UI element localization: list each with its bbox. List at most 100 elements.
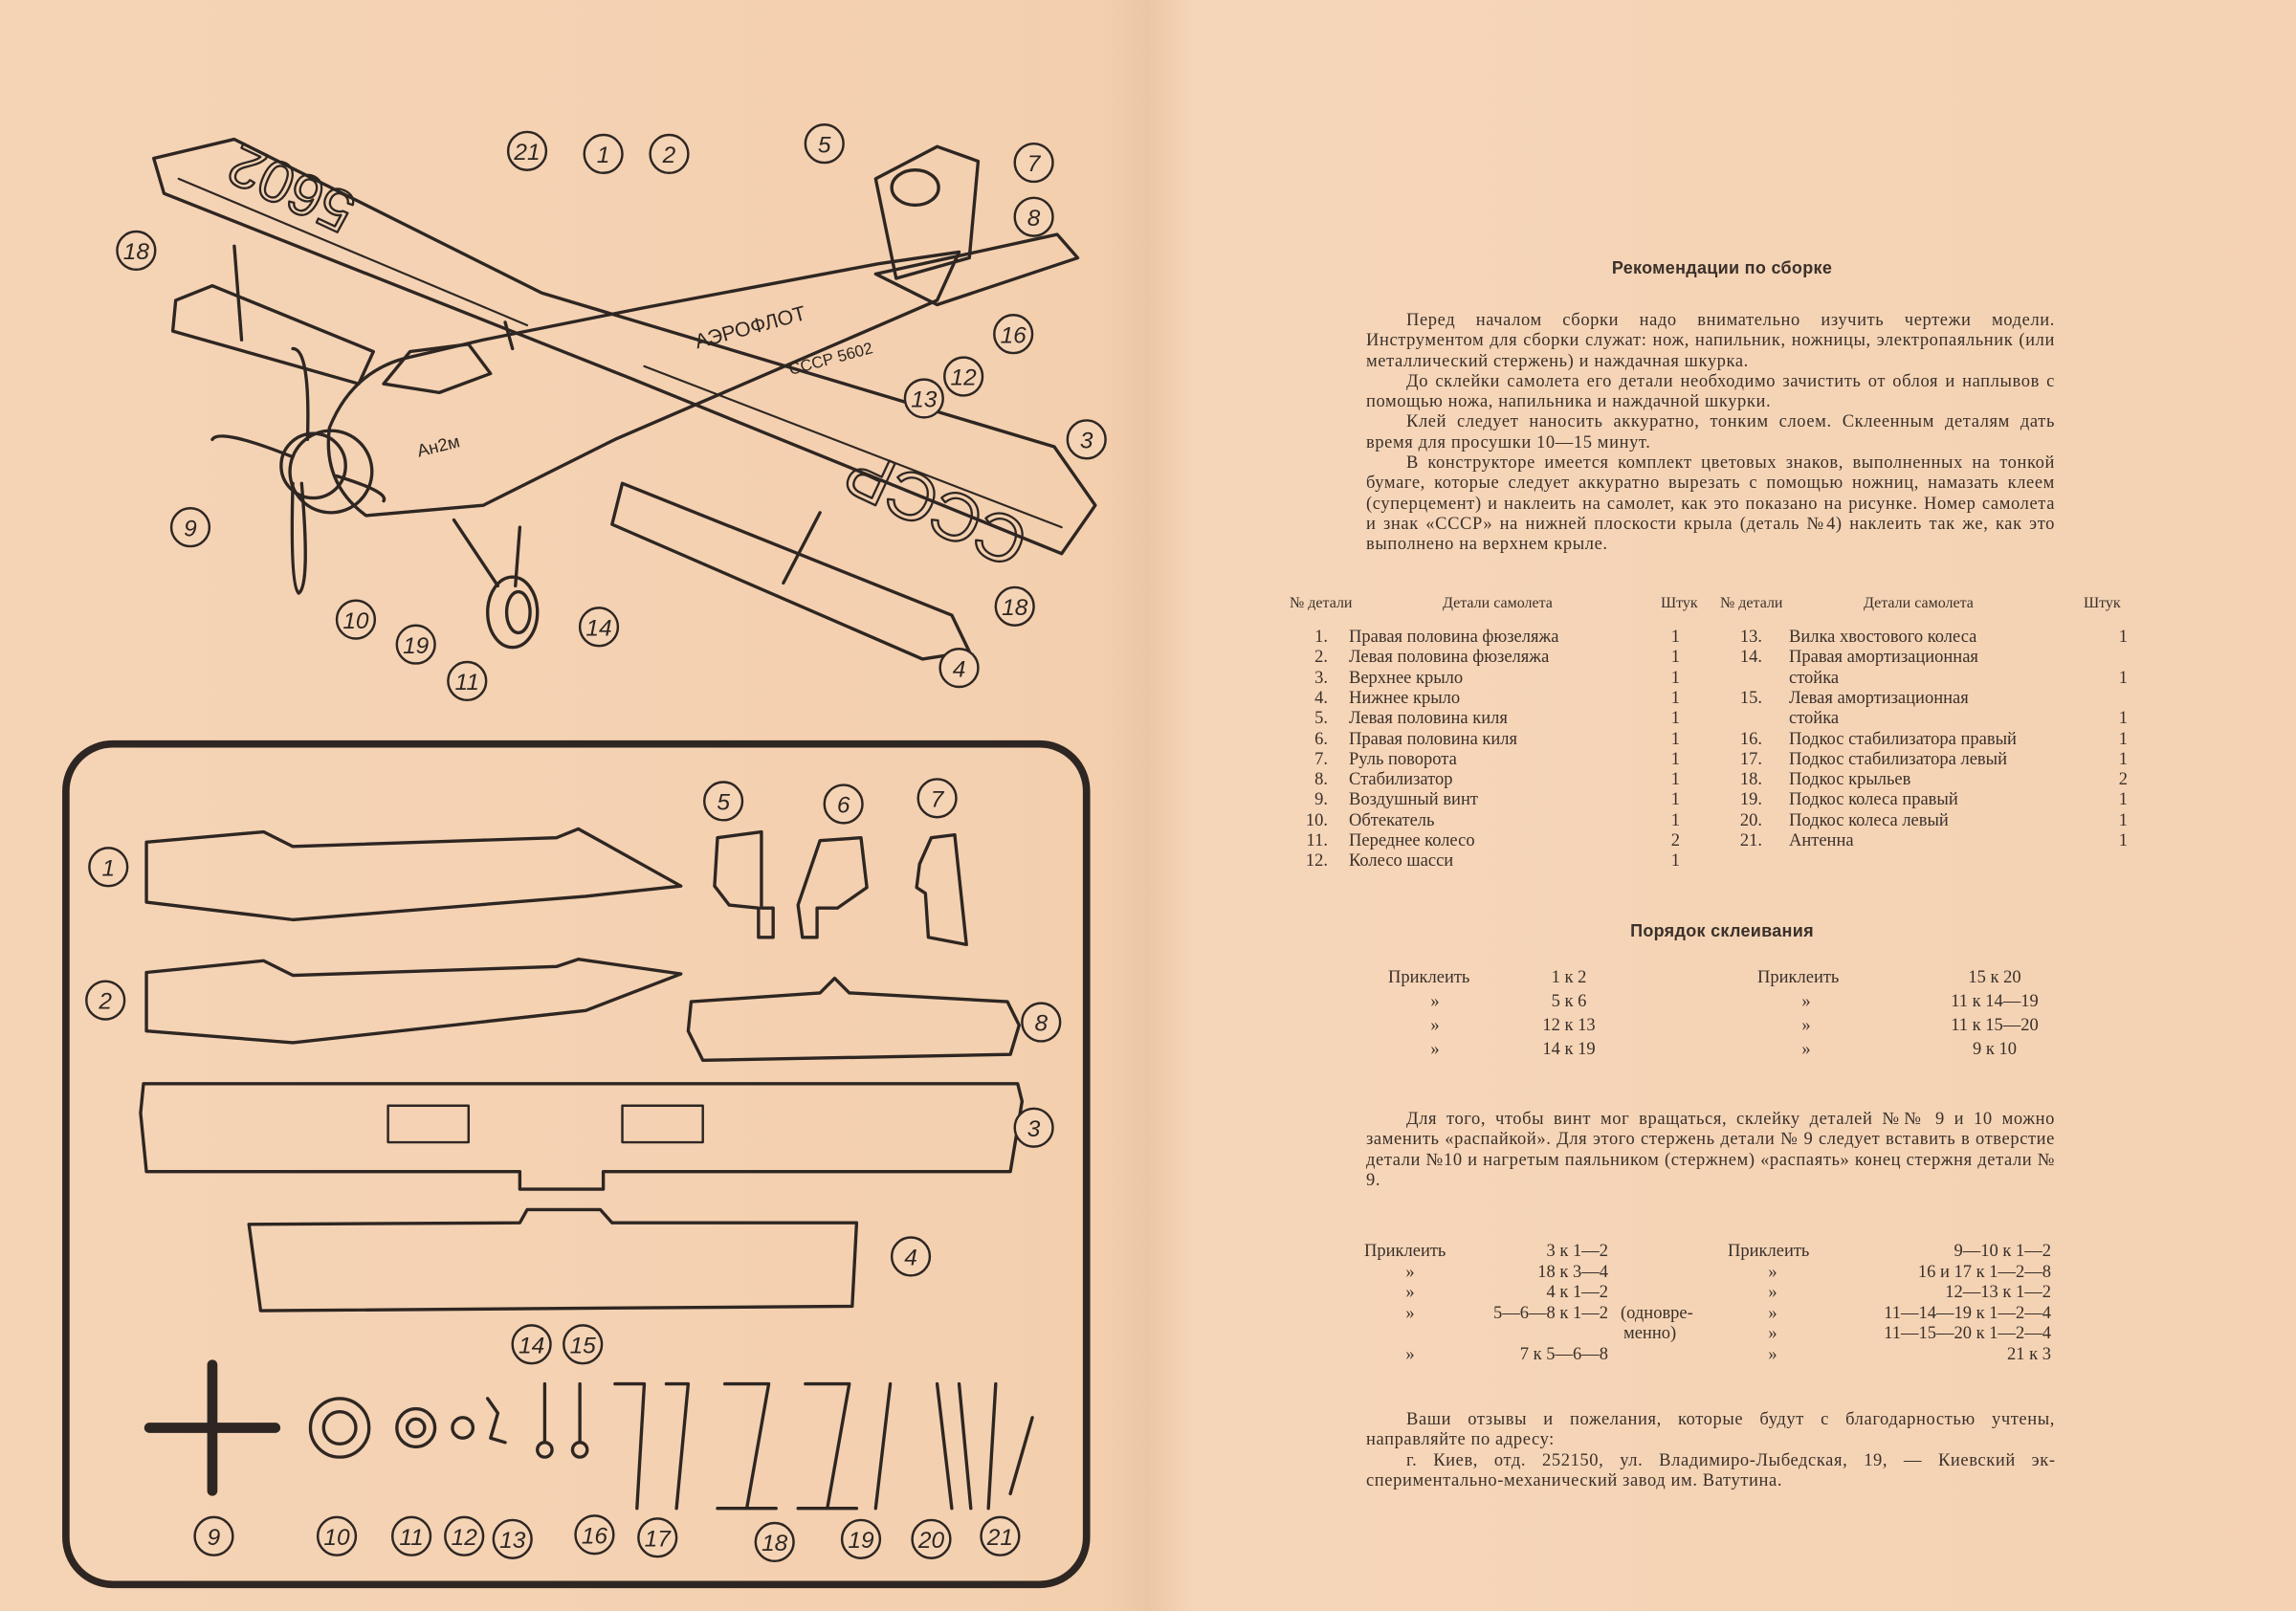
callout-number: 16 — [1001, 322, 1027, 348]
part-name: Левая половина киля — [1349, 709, 1508, 729]
header-qty: Штук — [1661, 595, 1698, 611]
callout-number: 15 — [570, 1333, 597, 1358]
callout-circle — [637, 1517, 678, 1558]
callout-number: 6 — [837, 793, 850, 819]
gluing-title: Порядок склеивания — [1630, 921, 1814, 940]
callout-number: 3 — [1027, 1116, 1041, 1142]
callout-number: 12 — [452, 1525, 478, 1551]
glue-verb: » — [1430, 1016, 1440, 1035]
callout-assembled_callouts-12: 10 — [335, 599, 377, 640]
callout-assembled_callouts-3: 5 — [804, 123, 845, 165]
callout-number: 3 — [1080, 429, 1093, 454]
callout-number: 11 — [455, 670, 479, 695]
part-name: Левая амортизационная — [1789, 688, 1969, 708]
callout-circle — [447, 660, 488, 702]
callout-assembled_callouts-17: 4 — [938, 648, 980, 689]
part-7 — [915, 832, 968, 947]
glue-step: 12—13 к 1—2 — [1945, 1283, 2051, 1302]
part-number: 13. — [1739, 628, 1762, 647]
callout-parts_callouts-9: 15 — [563, 1324, 604, 1365]
callout-circle — [993, 314, 1034, 355]
glue-verb: » — [1405, 1303, 1415, 1323]
header-qty: Штук — [2084, 595, 2121, 611]
glue-verb: » — [1430, 1040, 1440, 1059]
callout-number: 10 — [323, 1525, 350, 1551]
callout-circle — [335, 599, 377, 640]
callout-assembled_callouts-11: 9 — [169, 507, 211, 548]
callout-number: 21 — [513, 140, 540, 166]
callout-assembled_callouts-4: 7 — [1013, 142, 1054, 184]
callout-parts_callouts-18: 19 — [840, 1518, 882, 1559]
glue-verb: » — [1768, 1262, 1777, 1282]
callout-circle — [1013, 1107, 1054, 1148]
glue-step: 12 к 13 — [1542, 1016, 1596, 1035]
part-number: 9. — [1314, 790, 1328, 810]
callout-number: 8 — [1034, 1011, 1048, 1037]
cockpit — [382, 342, 493, 395]
part-name: Подкос стабилизатора правый — [1789, 729, 2017, 749]
callout-number: 9 — [208, 1525, 221, 1551]
callout-assembled_callouts-14: 19 — [395, 624, 436, 665]
upper-wing — [152, 137, 1097, 556]
callout-parts_callouts-14: 13 — [492, 1518, 533, 1559]
callout-number: 1 — [101, 855, 115, 881]
callout-circle — [823, 783, 864, 825]
glue-step: 21 к 3 — [2007, 1344, 2051, 1364]
callout-circle — [395, 624, 436, 665]
callout-circle — [85, 980, 126, 1021]
wing-struts — [232, 244, 822, 585]
callout-parts_callouts-2: 5 — [703, 781, 744, 822]
callout-parts_callouts-13: 12 — [444, 1515, 485, 1556]
callout-circle — [578, 607, 620, 648]
callout-parts_callouts-20: 21 — [980, 1515, 1021, 1556]
part-name-cont: стойка — [1789, 709, 1840, 729]
glue-verb: » — [1801, 992, 1811, 1011]
part-10-spinner — [308, 1397, 371, 1459]
callout-parts_callouts-11: 10 — [316, 1515, 358, 1556]
callout-number: 14 — [519, 1333, 544, 1358]
callout-circle — [193, 1515, 234, 1556]
callout-parts_callouts-7: 4 — [890, 1236, 932, 1277]
part-number: 2. — [1314, 648, 1328, 668]
part-number: 16. — [1739, 729, 1762, 749]
callout-circle — [492, 1518, 533, 1559]
part-qty: 1 — [2118, 790, 2128, 810]
glue-verb: Приклеить — [1388, 968, 1470, 987]
part-name: Воздушный винт — [1349, 790, 1478, 810]
part-name: Правая амортизационная — [1789, 648, 1978, 668]
callout-parts_callouts-17: 18 — [754, 1521, 795, 1563]
glue-step: 1 к 2 — [1551, 968, 1587, 987]
callout-circle — [1013, 142, 1054, 184]
part-number: 6. — [1314, 729, 1328, 749]
part-qty: 1 — [1670, 688, 1680, 708]
part-name: Подкос стабилизатора левый — [1789, 749, 2007, 769]
fuselage-airline-text: АЭРОФЛОТ — [693, 301, 808, 353]
part-1-right-fuselage — [144, 827, 683, 922]
callout-assembled_callouts-8: 12 — [943, 356, 984, 397]
callout-number: 5 — [717, 790, 730, 816]
callout-parts_callouts-8: 14 — [511, 1324, 552, 1365]
header-number: № детали — [1290, 595, 1353, 611]
table-header: № детали Детали самолета Штук № детали Д… — [1290, 595, 2151, 615]
callout-parts_callouts-19: 20 — [911, 1518, 952, 1559]
part-name: Колесо шасси — [1349, 851, 1454, 872]
glue-verb: » — [1768, 1303, 1777, 1323]
part-2-left-fuselage — [144, 958, 683, 1045]
propeller-note: Для того, чтобы винт мог вращаться, скле… — [1366, 1110, 2055, 1191]
callout-assembled_callouts-6: 18 — [116, 230, 157, 272]
part-qty: 1 — [1670, 729, 1680, 749]
front-wheel — [486, 575, 540, 650]
callout-parts_callouts-4: 7 — [916, 778, 958, 819]
callout-number: 18 — [762, 1531, 788, 1556]
part-name: Подкос колеса правый — [1789, 790, 1958, 810]
callout-parts_callouts-3: 6 — [823, 783, 864, 825]
part-number: 14. — [1739, 648, 1762, 668]
callout-circle — [583, 133, 624, 174]
glue-step: 14 к 19 — [1542, 1040, 1596, 1059]
part-qty: 1 — [2118, 729, 2128, 749]
callout-number: 7 — [931, 787, 945, 813]
callout-circle — [890, 1236, 932, 1277]
callout-circle — [390, 1515, 432, 1556]
